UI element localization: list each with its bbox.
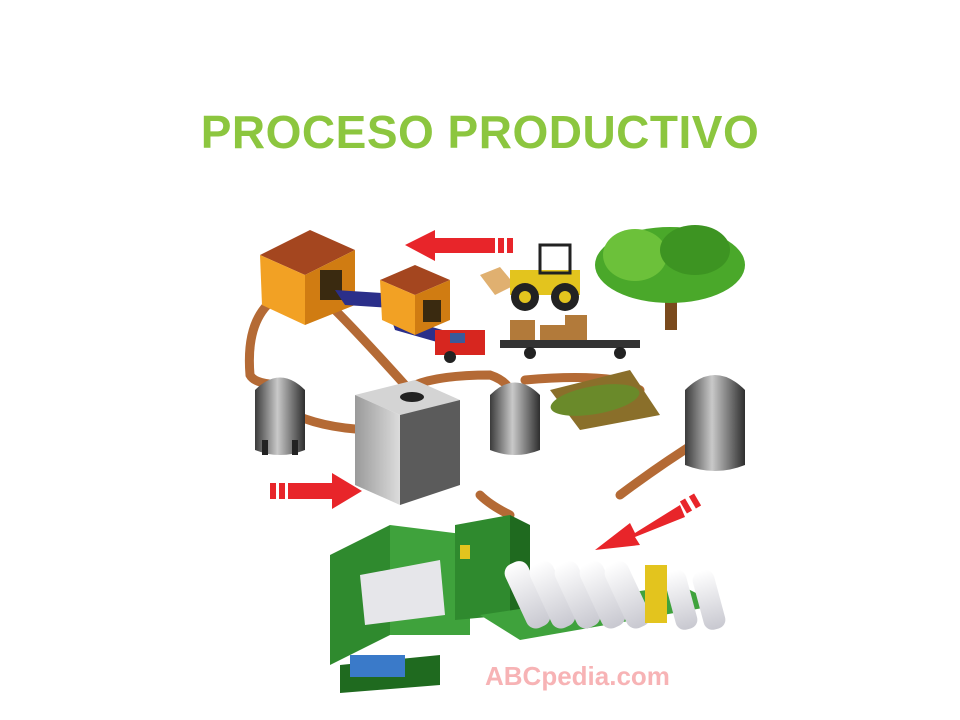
tank-icon <box>255 377 305 455</box>
arrow-icon <box>270 473 362 509</box>
loader-icon <box>480 243 580 311</box>
truck-icon <box>435 315 640 363</box>
tree-icon <box>595 225 745 330</box>
tank-icon <box>685 375 745 471</box>
slide-title: PROCESO PRODUCTIVO <box>200 106 760 158</box>
watermark-text: ABCpedia.com <box>485 661 670 691</box>
paper-roll-icon <box>504 561 726 630</box>
mixer-box <box>355 380 460 505</box>
arrow-icon <box>595 493 702 550</box>
tank-icon <box>490 382 540 455</box>
building-icon <box>260 230 355 325</box>
drum-roller <box>550 370 660 430</box>
arrow-icon <box>405 230 513 261</box>
paper-production-illustration: ABCpedia.com <box>240 215 750 695</box>
building-icon <box>380 265 450 335</box>
